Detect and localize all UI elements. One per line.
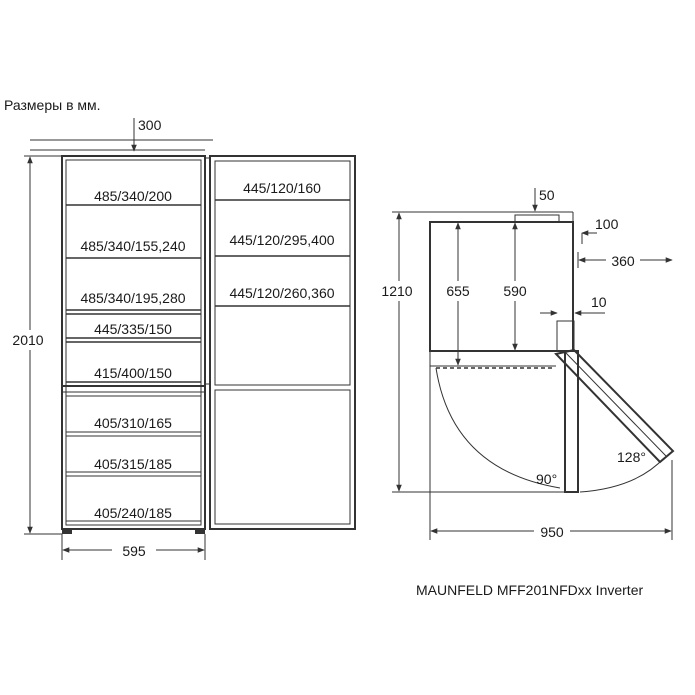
freezer-drawer	[65, 475, 202, 522]
angle-128-label: 128°	[617, 449, 646, 465]
door-upper-inner	[214, 160, 351, 386]
freezer-drawer-label: 405/310/165	[94, 415, 172, 431]
top-offset-label: 50	[539, 187, 555, 203]
door-90deg	[564, 350, 579, 493]
total-depth-label: 950	[540, 524, 564, 540]
height-label-bg	[6, 330, 50, 350]
foot	[62, 529, 72, 534]
door-hinge-box	[556, 320, 575, 352]
upper-height-label-bg	[376, 281, 420, 301]
door-gap-label: 10	[591, 294, 607, 310]
swing-arc-90	[435, 367, 561, 489]
swing-arc-128	[579, 457, 665, 493]
top-clearance-label: 300	[138, 117, 162, 133]
door-shelf-label: 445/120/160	[243, 180, 321, 196]
freezer-drawer	[65, 435, 202, 473]
back-offset-label: 100	[595, 216, 619, 232]
freezer-drawer-label: 405/315/185	[94, 456, 172, 472]
door-outline	[209, 155, 356, 530]
cabinet-outline	[61, 155, 206, 530]
door-shelf-label: 445/120/260,360	[229, 285, 334, 301]
fridge-shelf-label: 445/335/150	[94, 321, 172, 337]
door-depth-label: 360	[611, 253, 635, 269]
angle-90-label: 90°	[536, 471, 557, 487]
door-lower-inner	[214, 389, 351, 525]
height-label: 2010	[12, 332, 43, 348]
freezer-drawer	[65, 395, 202, 433]
front-view: 300 485/340/200 485/340/155,240 485/340/…	[6, 117, 356, 560]
open-door-inner	[564, 351, 667, 457]
freezer-drawer-label: 405/240/185	[94, 505, 172, 521]
units-note: Размеры в мм.	[4, 97, 101, 113]
fridge-shelf-label: 485/340/195,280	[80, 290, 185, 306]
fridge-shelf-label: 415/400/150	[94, 365, 172, 381]
foot	[195, 529, 205, 534]
side-view: 90° 128° 50 100 360 1210 655 590 10	[376, 187, 675, 540]
inner-height-a-label: 655	[446, 283, 470, 299]
top-cover	[514, 214, 560, 223]
inner-height-b-label: 590	[503, 283, 527, 299]
width-label: 595	[122, 543, 146, 559]
width-label-bg	[112, 541, 156, 559]
inner-height-b-label-bg	[498, 281, 532, 301]
door-shelf-label: 445/120/295,400	[229, 232, 334, 248]
total-depth-label-bg	[534, 522, 570, 540]
fridge-shelf-label: 485/340/200	[94, 188, 172, 204]
door-depth-label-bg	[606, 251, 640, 269]
upper-height-label: 1210	[381, 283, 412, 299]
inner-height-a-label-bg	[441, 281, 475, 301]
model-caption: MAUNFELD MFF201NFDxx Inverter	[416, 582, 643, 598]
fridge-shelf-label: 485/340/155,240	[80, 238, 185, 254]
